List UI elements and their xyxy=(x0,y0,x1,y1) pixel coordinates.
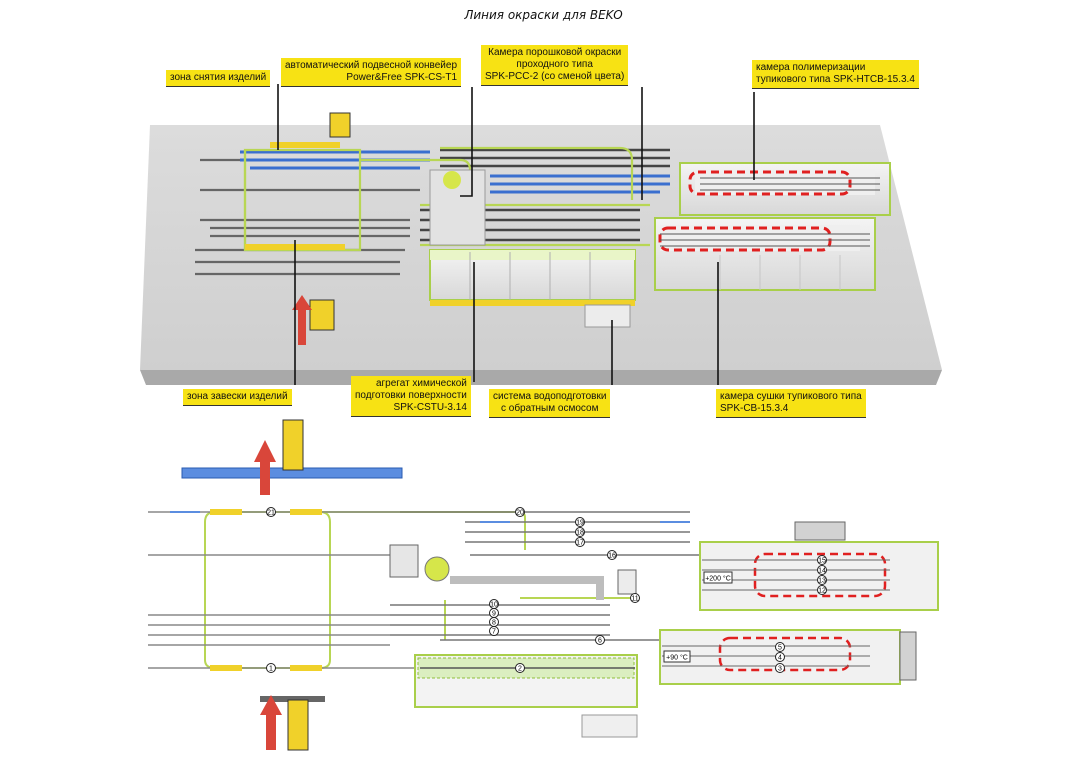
marker: 2 xyxy=(515,663,525,673)
marker: 9 xyxy=(489,608,499,618)
svg-text:3: 3 xyxy=(778,666,782,673)
marker: 7 xyxy=(489,626,499,636)
floor-slab-edge xyxy=(140,370,942,385)
plan-markers: 1 2 3 4 5 6 7 8 9 10 11 12 13 14 15 16 1… xyxy=(266,507,827,673)
marker: 3 xyxy=(775,663,785,673)
label-conveyor: автоматический подвесной конвейер Power&… xyxy=(281,58,462,87)
svg-text:12: 12 xyxy=(818,588,826,595)
gun-station xyxy=(617,569,637,595)
marker: 14 xyxy=(817,565,827,575)
svg-text:8: 8 xyxy=(492,620,496,627)
diagram-title: Линия окраски для BEKO xyxy=(464,8,623,22)
label-powder-booth: Камера порошковой окраски проходного тип… xyxy=(481,45,629,86)
plan-yellow-carriers xyxy=(210,509,322,671)
marker: 11 xyxy=(630,593,640,603)
svg-text:18: 18 xyxy=(576,530,584,537)
marker: 5 xyxy=(775,642,785,652)
loading-belt xyxy=(260,696,325,702)
chem-unit-3d xyxy=(429,249,636,306)
svg-text:7: 7 xyxy=(492,629,496,636)
svg-text:4: 4 xyxy=(778,655,782,662)
booth-cyclone xyxy=(443,171,461,189)
marker: 18 xyxy=(575,527,585,537)
marker: 17 xyxy=(575,537,585,547)
flow-arrow-plan-bottom xyxy=(260,695,282,750)
svg-text:11: 11 xyxy=(631,596,638,603)
marker: 8 xyxy=(489,617,499,627)
temp-labels: +200 °C +90 °C xyxy=(663,571,733,663)
plan-blue-segments xyxy=(170,511,690,523)
forklift-top xyxy=(329,112,351,138)
chem-unit-plan xyxy=(414,654,638,708)
svg-text:1: 1 xyxy=(269,666,273,673)
marker: 6 xyxy=(595,635,605,645)
svg-text:5: 5 xyxy=(778,645,782,652)
svg-text:9: 9 xyxy=(492,611,496,618)
exhaust-duct xyxy=(450,576,604,600)
plan-view xyxy=(148,419,939,751)
marker: 12 xyxy=(817,585,827,595)
polymer-chamber-3d xyxy=(679,162,891,216)
water-system-plan xyxy=(581,714,638,738)
label-drying-chamber: камера сушки тупикового типа SPK-CB-15.3… xyxy=(716,389,866,418)
label-hanging-zone: зона завески изделий xyxy=(183,389,292,406)
svg-text:6: 6 xyxy=(598,638,602,645)
flow-arrow-plan-top xyxy=(254,440,276,495)
temp-polymer: +200 °C xyxy=(705,575,731,583)
flow-arrow-3d xyxy=(292,295,312,345)
drying-path xyxy=(658,226,832,252)
label-removal-zone: зона снятия изделий xyxy=(166,70,271,87)
marker: 13 xyxy=(817,575,827,585)
marker: 21 xyxy=(266,507,276,517)
label-chem-unit: агрегат химической подготовки поверхност… xyxy=(351,376,471,417)
svg-text:16: 16 xyxy=(608,553,616,560)
isometric-view xyxy=(140,84,942,385)
marker: 1 xyxy=(266,663,276,673)
svg-text:17: 17 xyxy=(576,540,584,547)
svg-text:21: 21 xyxy=(267,510,275,517)
svg-text:15: 15 xyxy=(818,558,826,565)
conveyor-track xyxy=(243,146,650,252)
svg-text:2: 2 xyxy=(518,666,522,673)
svg-text:19: 19 xyxy=(576,520,584,527)
svg-text:14: 14 xyxy=(818,568,826,575)
marker: 20 xyxy=(515,507,525,517)
leader-lines xyxy=(277,84,755,385)
forklift-plan-bottom xyxy=(287,699,309,751)
plan-left-rails xyxy=(148,511,415,669)
svg-text:13: 13 xyxy=(818,578,826,585)
drying-chamber-plan xyxy=(659,629,917,685)
svg-text:10: 10 xyxy=(490,602,498,609)
drying-chamber-3d xyxy=(654,217,876,291)
forklift-bottom xyxy=(309,299,335,331)
powder-booth-plan xyxy=(389,544,419,578)
marker: 19 xyxy=(575,517,585,527)
label-polymer-chamber: камера полимеризации тупикового типа SPK… xyxy=(752,60,919,89)
temp-drying: +90 °C xyxy=(666,654,688,662)
marker: 4 xyxy=(775,652,785,662)
label-water-system: система водоподготовки с обратным осмосо… xyxy=(489,389,611,418)
svg-text:20: 20 xyxy=(516,510,524,517)
marker: 15 xyxy=(817,555,827,565)
water-system-3d xyxy=(584,304,631,328)
polymer-path xyxy=(688,170,852,196)
marker: 10 xyxy=(489,599,499,609)
marker: 16 xyxy=(607,550,617,560)
forklift-plan-top xyxy=(282,419,304,471)
cyclone-plan xyxy=(424,556,450,582)
